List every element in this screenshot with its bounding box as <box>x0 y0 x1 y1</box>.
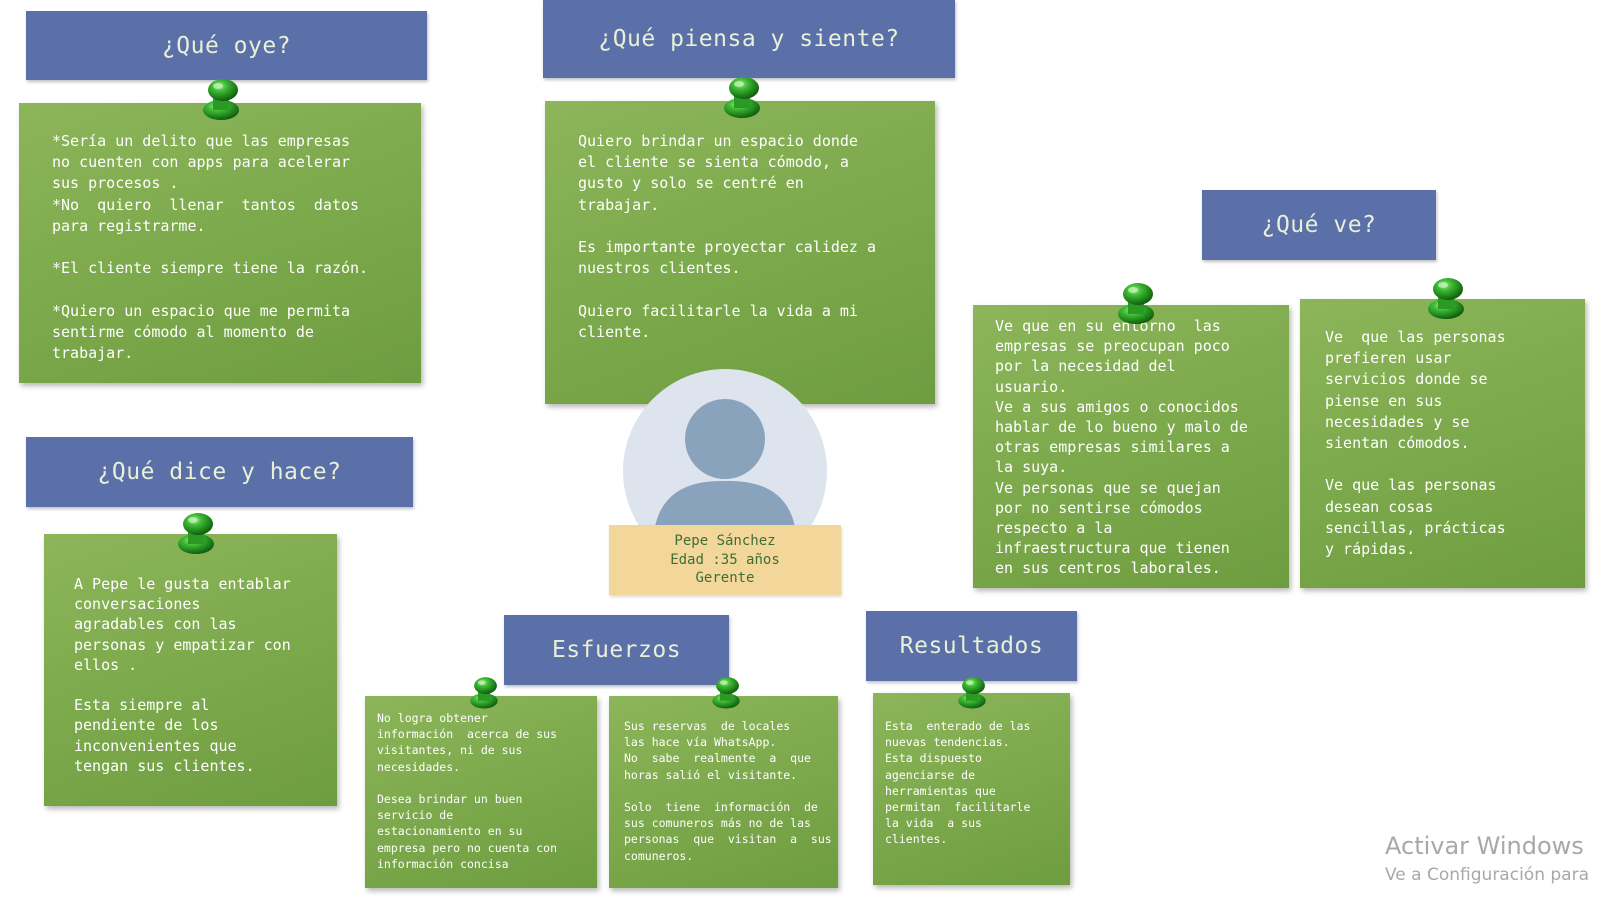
header-que-ve: ¿Qué ve? <box>1202 190 1436 260</box>
persona-role: Gerente <box>695 570 755 587</box>
windows-activation-watermark: Activar Windows Ve a Configuración para <box>1385 831 1589 889</box>
pin-icon <box>1118 283 1154 324</box>
header-que-dice-y-hace: ¿Qué dice y hace? <box>26 437 413 507</box>
note-que-ve-left: Ve que en su entorno las empresas se pre… <box>973 305 1289 588</box>
note-que-dice-y-hace: A Pepe le gusta entablar conversaciones … <box>44 534 337 806</box>
header-que-oye: ¿Qué oye? <box>26 11 427 80</box>
pin-icon <box>1428 278 1464 319</box>
pin-icon <box>724 77 760 118</box>
header-esfuerzos: Esfuerzos <box>504 615 729 685</box>
watermark-subtitle: Ve a Configuración para <box>1385 865 1589 885</box>
header-que-piensa-y-siente: ¿Qué piensa y siente? <box>543 0 955 78</box>
pin-icon <box>958 677 986 709</box>
persona-age: Edad :35 años <box>670 551 780 568</box>
pin-icon <box>470 677 498 709</box>
note-que-oye: *Sería un delito que las empresas no cue… <box>19 103 421 383</box>
note-esfuerzos-left: No logra obtener información acerca de s… <box>365 696 597 888</box>
note-que-piensa-y-siente: Quiero brindar un espacio donde el clien… <box>545 101 935 404</box>
persona-name: Pepe Sánchez <box>674 533 776 549</box>
watermark-title: Activar Windows <box>1385 832 1584 860</box>
pin-icon <box>203 79 239 120</box>
header-resultados: Resultados <box>866 611 1077 681</box>
note-que-ve-right: Ve que las personas prefieren usar servi… <box>1300 299 1585 588</box>
pin-icon <box>178 513 214 554</box>
persona-info: Pepe Sánchez Edad :35 años Gerente <box>609 525 841 595</box>
note-esfuerzos-right: Sus reservas de locales las hace vía Wha… <box>609 696 838 888</box>
note-resultados: Esta enterado de las nuevas tendencias. … <box>873 693 1070 885</box>
pin-icon <box>712 677 740 709</box>
